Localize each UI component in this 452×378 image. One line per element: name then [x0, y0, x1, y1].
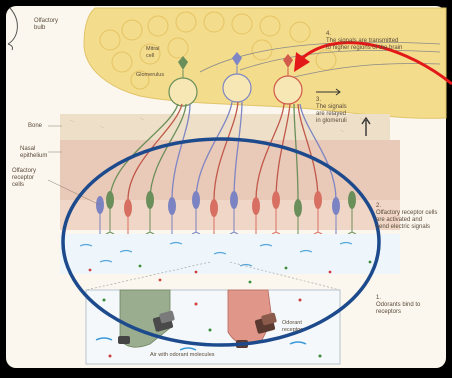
label-mitral-cell: Mitral cell: [146, 46, 159, 60]
step-1-text: Odorants bind to receptors: [376, 302, 420, 315]
label-olfactory-bulb: Olfactory bulb: [34, 18, 58, 32]
label-air-with-odorant: Air with odorant molecules: [150, 352, 215, 359]
step-4-text: The signals are transmitted to higher re…: [326, 38, 402, 51]
label-odorant-receptor: Odorant receptor: [282, 320, 302, 334]
glomeruli: [169, 74, 302, 106]
mucus-layer: [60, 234, 400, 274]
label-nasal-epithelium: Nasal epithelium: [20, 146, 47, 160]
label-glomerulus: Glomerulus: [136, 72, 164, 79]
step-4: 4. The signals are transmitted to higher…: [326, 24, 402, 52]
label-bone: Bone: [28, 123, 42, 130]
step-3: 3. The signals are relayed in glomeruli: [316, 90, 347, 125]
step-2-text: Olfactory receptor cells are activated a…: [376, 210, 437, 230]
step-2-number: 2.: [376, 203, 381, 209]
step-3-text: The signals are relayed in glomeruli: [316, 104, 347, 124]
step-1: 1. Odorants bind to receptors: [376, 288, 420, 316]
step-1-number: 1.: [376, 295, 381, 301]
step-3-number: 3.: [316, 97, 321, 103]
step-2: 2. Olfactory receptor cells are activate…: [376, 196, 437, 231]
label-olfactory-receptor-cells: Olfactory receptor cells: [12, 168, 36, 189]
step-4-number: 4.: [326, 31, 331, 37]
